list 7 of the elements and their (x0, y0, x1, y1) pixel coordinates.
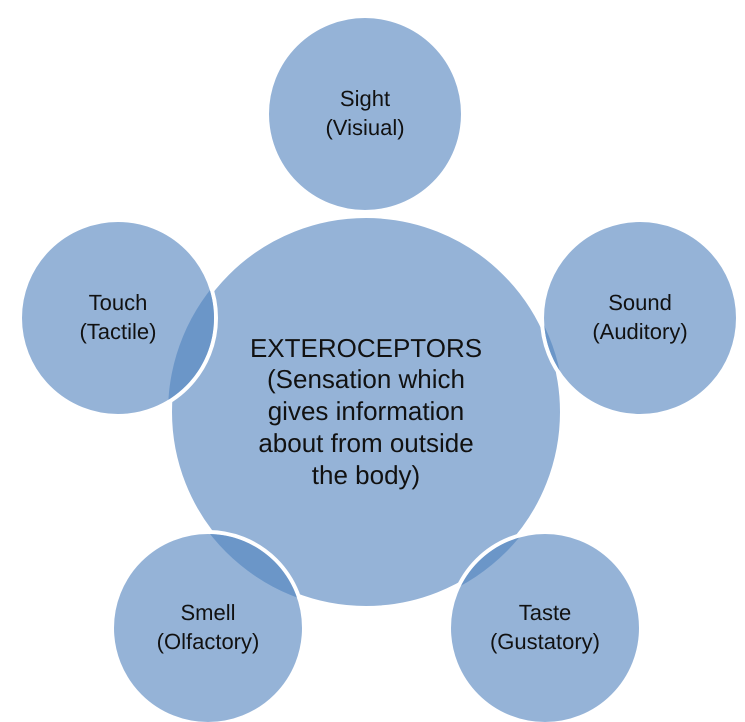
sense-label: Touch (Tactile) (78, 289, 158, 346)
sense-label: Sight (Visiual) (324, 85, 406, 142)
center-heading: EXTEROCEPTORS (250, 332, 482, 364)
center-description: (Sensation which gives information about from outside the body) (257, 364, 475, 492)
sense-label: Smell (Olfactory) (156, 599, 260, 656)
sense-label: Taste (Gustatory) (488, 599, 602, 656)
sense-label: Sound (Auditory) (591, 289, 689, 346)
